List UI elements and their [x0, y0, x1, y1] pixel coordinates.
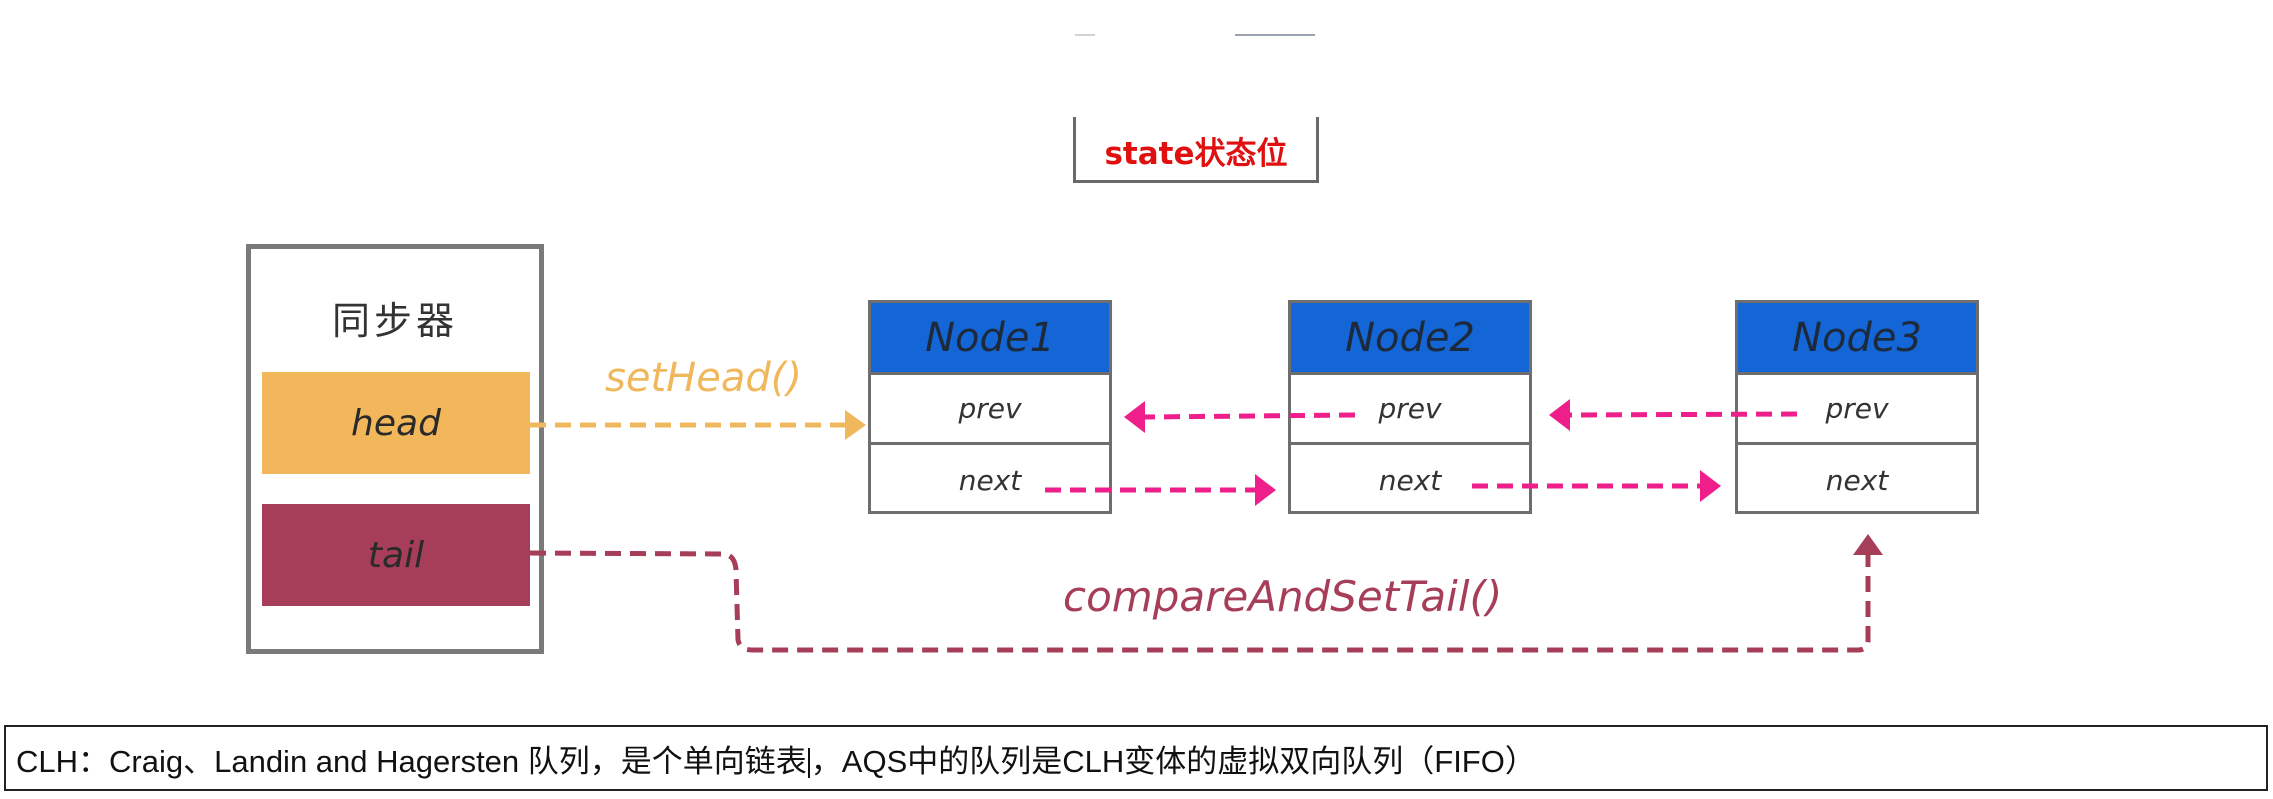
node-3: Node3 prev next: [1735, 300, 1979, 514]
caption-text-before-cursor: CLH：Craig、Landin and Hagersten 队列，是个单向链表: [16, 743, 807, 779]
node-title: Node1: [925, 314, 1055, 361]
state-box: [1073, 117, 1319, 183]
next-label: next: [1378, 463, 1442, 497]
node-1: Node1 prev next: [868, 300, 1112, 514]
prev-label: prev: [958, 392, 1022, 425]
node-next-field: next: [871, 445, 1109, 515]
tail-field: tail: [262, 504, 530, 606]
caption-text-after-cursor: ，AQS中的队列是CLH变体的虚拟双向队列（FIFO）: [810, 743, 1536, 779]
set-head-label: setHead(): [605, 355, 802, 401]
tail-label: tail: [367, 534, 425, 576]
node-title: Node3: [1792, 314, 1922, 361]
node-header: Node3: [1738, 303, 1976, 375]
node-next-field: next: [1738, 445, 1976, 515]
state-box-top-fragment: [1075, 34, 1315, 104]
compare-and-set-tail-arrow: [529, 534, 1883, 653]
head-field: head: [262, 372, 530, 474]
prev-label: prev: [1825, 392, 1889, 425]
caption-text: CLH：Craig、Landin and Hagersten 队列，是个单向链表…: [16, 736, 1536, 781]
next-arrow-1-2: [1045, 474, 1276, 506]
node-prev-field: prev: [1738, 375, 1976, 445]
state-label: state状态位: [1104, 136, 1288, 172]
head-label: head: [351, 402, 441, 444]
node-next-field: next: [1291, 445, 1529, 515]
prev-label: prev: [1378, 392, 1442, 425]
node-prev-field: prev: [871, 375, 1109, 445]
caption-box[interactable]: CLH：Craig、Landin and Hagersten 队列，是个单向链表…: [4, 725, 2268, 791]
divider: [1075, 34, 1095, 36]
next-label: next: [958, 463, 1022, 497]
prev-arrow-3-2: [1549, 399, 1798, 431]
set-head-arrow: [530, 410, 866, 440]
next-arrow-2-3: [1472, 470, 1721, 502]
prev-arrow-2-1: [1124, 401, 1356, 433]
divider: [1235, 34, 1315, 36]
node-prev-field: prev: [1291, 375, 1529, 445]
node-header: Node2: [1291, 303, 1529, 375]
synchronizer-title: 同步器: [331, 299, 458, 343]
node-2: Node2 prev next: [1288, 300, 1532, 514]
node-title: Node2: [1345, 314, 1475, 361]
text-cursor: [807, 748, 810, 779]
node-header: Node1: [871, 303, 1109, 375]
next-label: next: [1825, 463, 1889, 497]
compare-and-set-tail-label: compareAndSetTail(): [1063, 572, 1503, 621]
